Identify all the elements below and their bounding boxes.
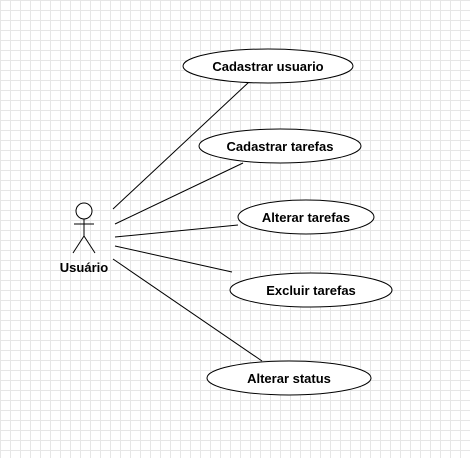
use-case-excluir-tarefas[interactable]: Excluir tarefas — [229, 272, 393, 308]
actor-label: Usuário — [60, 260, 108, 275]
use-case-ellipse — [206, 360, 372, 396]
use-case-label: Alterar status — [247, 371, 331, 386]
actor-head — [75, 202, 93, 220]
association-line — [114, 245, 233, 273]
association-line — [112, 81, 250, 210]
use-case-label: Cadastrar usuario — [212, 59, 323, 74]
association-line — [112, 258, 263, 362]
use-case-cadastrar-tarefas[interactable]: Cadastrar tarefas — [198, 128, 362, 164]
use-case-label: Alterar tarefas — [262, 210, 350, 225]
use-case-label: Excluir tarefas — [266, 283, 356, 298]
actor-left-leg — [72, 235, 85, 254]
use-case-ellipse — [229, 272, 393, 308]
association-line — [114, 162, 244, 225]
use-case-ellipse — [198, 128, 362, 164]
actor-usuario[interactable]: Usuário — [60, 202, 108, 275]
use-case-alterar-tarefas[interactable]: Alterar tarefas — [237, 199, 375, 235]
use-case-alterar-status[interactable]: Alterar status — [206, 360, 372, 396]
use-case-ellipse — [237, 199, 375, 235]
association-line — [114, 224, 239, 238]
use-case-ellipse — [182, 48, 354, 84]
actor-right-leg — [83, 235, 96, 254]
use-case-cadastrar-usuario[interactable]: Cadastrar usuario — [182, 48, 354, 84]
use-case-label: Cadastrar tarefas — [227, 139, 334, 154]
